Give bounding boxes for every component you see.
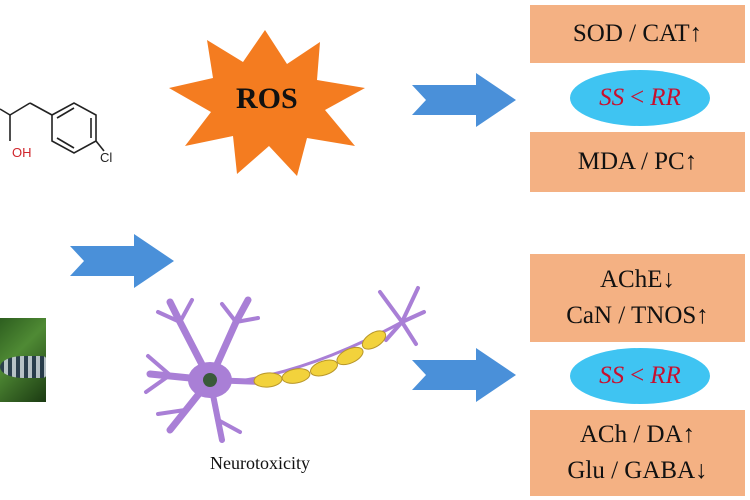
- bottom-lt-label: <: [630, 362, 645, 389]
- can-tnos-label: CaN / TNOS↑: [566, 302, 709, 329]
- arrow-neuron-to-bottom-panel: [412, 348, 516, 402]
- arrow-molecule-to-neuron: [70, 234, 174, 288]
- chlorine-label: Cl: [100, 150, 113, 165]
- mda-pc-label: MDA / PC↑: [577, 148, 698, 175]
- ache-can-tnos-box: AChE↓ CaN / TNOS↑: [530, 254, 745, 342]
- zebrafish-photo: [0, 318, 46, 402]
- bottom-rr-label: RR: [650, 362, 681, 389]
- chemical-structure: [0, 102, 105, 154]
- ros-starburst: [169, 30, 365, 176]
- ros-label: ROS: [236, 82, 298, 115]
- ach-da-label: ACh / DA↑: [579, 421, 696, 448]
- neurotoxicity-label: Neurotoxicity: [210, 453, 310, 473]
- hydroxyl-label: OH: [12, 145, 32, 160]
- mda-pc-box: MDA / PC↑: [530, 132, 745, 192]
- top-lt-label: <: [630, 84, 645, 111]
- arrow-ros-to-top-panel: [412, 73, 516, 127]
- top-rr-label: RR: [650, 84, 681, 111]
- top-ss-label: SS: [599, 84, 625, 111]
- top-ss-rr-ellipse: SS < RR: [570, 70, 710, 126]
- bottom-ss-rr-ellipse: SS < RR: [570, 348, 710, 404]
- ache-label: AChE↓: [600, 266, 675, 293]
- sod-cat-box: SOD / CAT↑: [530, 5, 745, 63]
- sod-cat-label: SOD / CAT↑: [572, 20, 703, 47]
- ach-da-glu-gaba-box: ACh / DA↑ Glu / GABA↓: [530, 410, 745, 496]
- glu-gaba-label: Glu / GABA↓: [567, 457, 708, 484]
- bottom-ss-label: SS: [599, 362, 625, 389]
- neuron-illustration: [144, 286, 426, 443]
